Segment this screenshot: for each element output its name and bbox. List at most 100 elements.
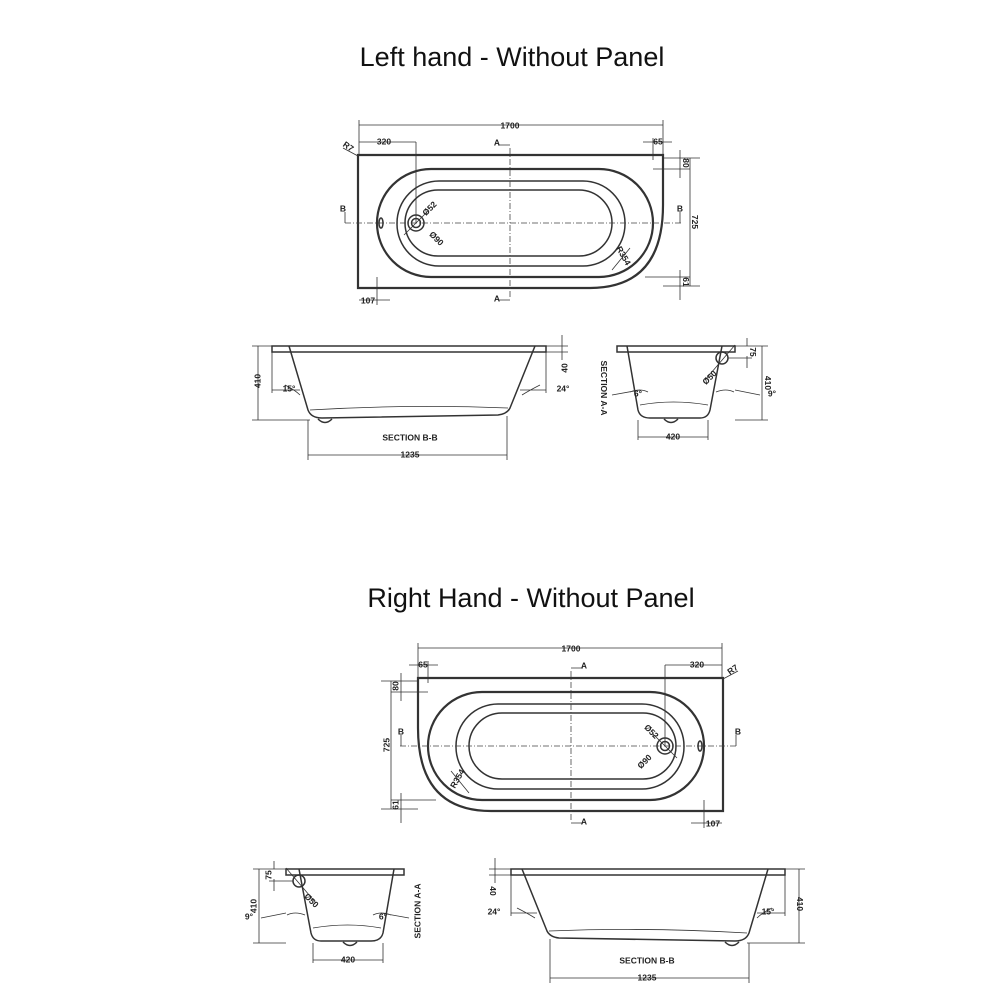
- label-overflow-height: 75: [263, 870, 273, 880]
- label-angle-aa-left: 6°: [379, 911, 388, 921]
- right-section-aa: SECTION A-A Ø50 6° 9° 420 75 410: [245, 861, 422, 964]
- label-waste-dia: Ø52: [642, 722, 661, 741]
- bath-floor-line: [309, 406, 509, 411]
- bath-outline: [416, 676, 725, 813]
- label-section-a: A: [581, 816, 587, 826]
- overflow-icon: [378, 217, 384, 229]
- left-section-bb: 410 40 15° 24° SECTION B-B 1235: [252, 335, 570, 460]
- overflow-icon: [715, 351, 729, 365]
- label-corner-radius: R7: [341, 139, 356, 154]
- bath-bowl-oval: [455, 703, 685, 790]
- label-overflow-offset: 107: [706, 818, 720, 828]
- plan-view-geometry: [342, 120, 700, 305]
- bath-rim: [285, 868, 405, 876]
- label-section-b: B: [735, 726, 741, 736]
- label-angle-aa-right: 9°: [245, 911, 254, 921]
- bath-outline: [356, 153, 665, 290]
- label-floor-width: 420: [341, 954, 355, 964]
- bath-floor-line: [548, 929, 748, 934]
- label-depth: 410: [248, 899, 258, 913]
- label-section-b: B: [398, 726, 404, 736]
- label-section-aa: SECTION A-A: [599, 361, 609, 416]
- label-section-aa: SECTION A-A: [412, 884, 422, 939]
- title-left-hand: Left hand - Without Panel: [360, 42, 665, 72]
- label-floor-length: 1235: [638, 972, 657, 982]
- label-waste-offset: 320: [377, 136, 391, 146]
- label-section-a: A: [494, 137, 500, 147]
- bath-floor-line: [312, 924, 382, 929]
- dimension-lines: [611, 338, 768, 440]
- label-rim-height: 40: [559, 363, 569, 373]
- label-length: 1700: [501, 120, 520, 130]
- dimension-lines: [342, 120, 700, 305]
- label-rim-height: 40: [488, 886, 498, 896]
- label-floor-width: 420: [666, 431, 680, 441]
- label-width: 725: [381, 738, 391, 752]
- label-overflow-dia: Ø50: [700, 368, 719, 387]
- label-floor-length: 1235: [401, 449, 420, 459]
- label-end-rim: 65: [418, 659, 428, 669]
- label-section-bb: SECTION B-B: [382, 432, 437, 442]
- label-side-rim-bottom: 61: [390, 800, 400, 810]
- label-overflow-dia: Ø50: [302, 891, 321, 910]
- label-waste-outer-dia: Ø90: [635, 752, 654, 771]
- bath-end-profile: [298, 868, 395, 942]
- bath-rim: [510, 868, 786, 876]
- right-section-bb: 410 40 15° 24° SECTION B-B 1235: [488, 858, 805, 983]
- label-side-rim-top: 80: [681, 158, 691, 168]
- bath-foot: [342, 941, 358, 947]
- bath-floor-line: [639, 401, 709, 406]
- label-depth: 410: [795, 897, 805, 911]
- label-overflow-height: 75: [748, 347, 758, 357]
- bath-side-profile: [521, 868, 769, 942]
- overflow-icon: [697, 740, 703, 752]
- label-section-b: B: [340, 203, 346, 213]
- label-section-a: A: [581, 660, 587, 670]
- bath-rim: [271, 345, 547, 353]
- label-angle-right: 24°: [488, 906, 501, 916]
- label-section-a: A: [494, 293, 500, 303]
- dimension-lines: [489, 858, 805, 983]
- section-bb-geometry: [252, 335, 568, 460]
- title-right-hand: Right Hand - Without Panel: [367, 583, 694, 613]
- bath-foot: [317, 418, 333, 424]
- label-depth: 410: [763, 376, 773, 390]
- label-side-rim-bottom: 61: [681, 277, 691, 287]
- label-waste-dia: Ø52: [420, 199, 439, 218]
- label-end-rim: 65: [653, 136, 663, 146]
- dimension-lines: [252, 335, 568, 460]
- label-width: 725: [690, 215, 700, 229]
- dimension-lines: [253, 861, 410, 963]
- label-overflow-offset: 107: [361, 295, 375, 305]
- label-waste-outer-dia: Ø90: [427, 229, 446, 248]
- section-aa-geometry: [611, 338, 768, 440]
- bath-side-profile: [288, 345, 536, 419]
- right-hand-drawing: 170032065107AABBR7Ø52Ø90R354725806141040…: [245, 643, 805, 983]
- bath-end-profile: [626, 345, 723, 419]
- label-depth: 410: [252, 374, 262, 388]
- label-side-rim-top: 80: [390, 681, 400, 691]
- bath-foot: [663, 418, 679, 424]
- label-section-bb: SECTION B-B: [619, 955, 674, 965]
- bath-foot: [724, 941, 740, 947]
- label-angle-right: 24°: [557, 383, 570, 393]
- label-angle-aa-left: 6°: [634, 388, 643, 398]
- bath-bowl-oval: [396, 180, 626, 267]
- label-length: 1700: [562, 643, 581, 653]
- dimension-lines: [381, 643, 739, 828]
- label-corner-radius: R7: [725, 662, 740, 677]
- label-waste-offset: 320: [690, 659, 704, 669]
- label-angle-left: 15°: [283, 383, 296, 393]
- bath-rim: [616, 345, 736, 353]
- left-section-aa: SECTION A-A Ø50 6° 9° 420 75 410: [599, 338, 777, 441]
- section-bb-geometry: [489, 858, 805, 983]
- label-section-b: B: [677, 203, 683, 213]
- plan-view-geometry: [381, 643, 739, 828]
- overflow-icon: [292, 874, 306, 888]
- label-angle-aa-right: 9°: [768, 388, 777, 398]
- label-angle-left: 15°: [762, 906, 775, 916]
